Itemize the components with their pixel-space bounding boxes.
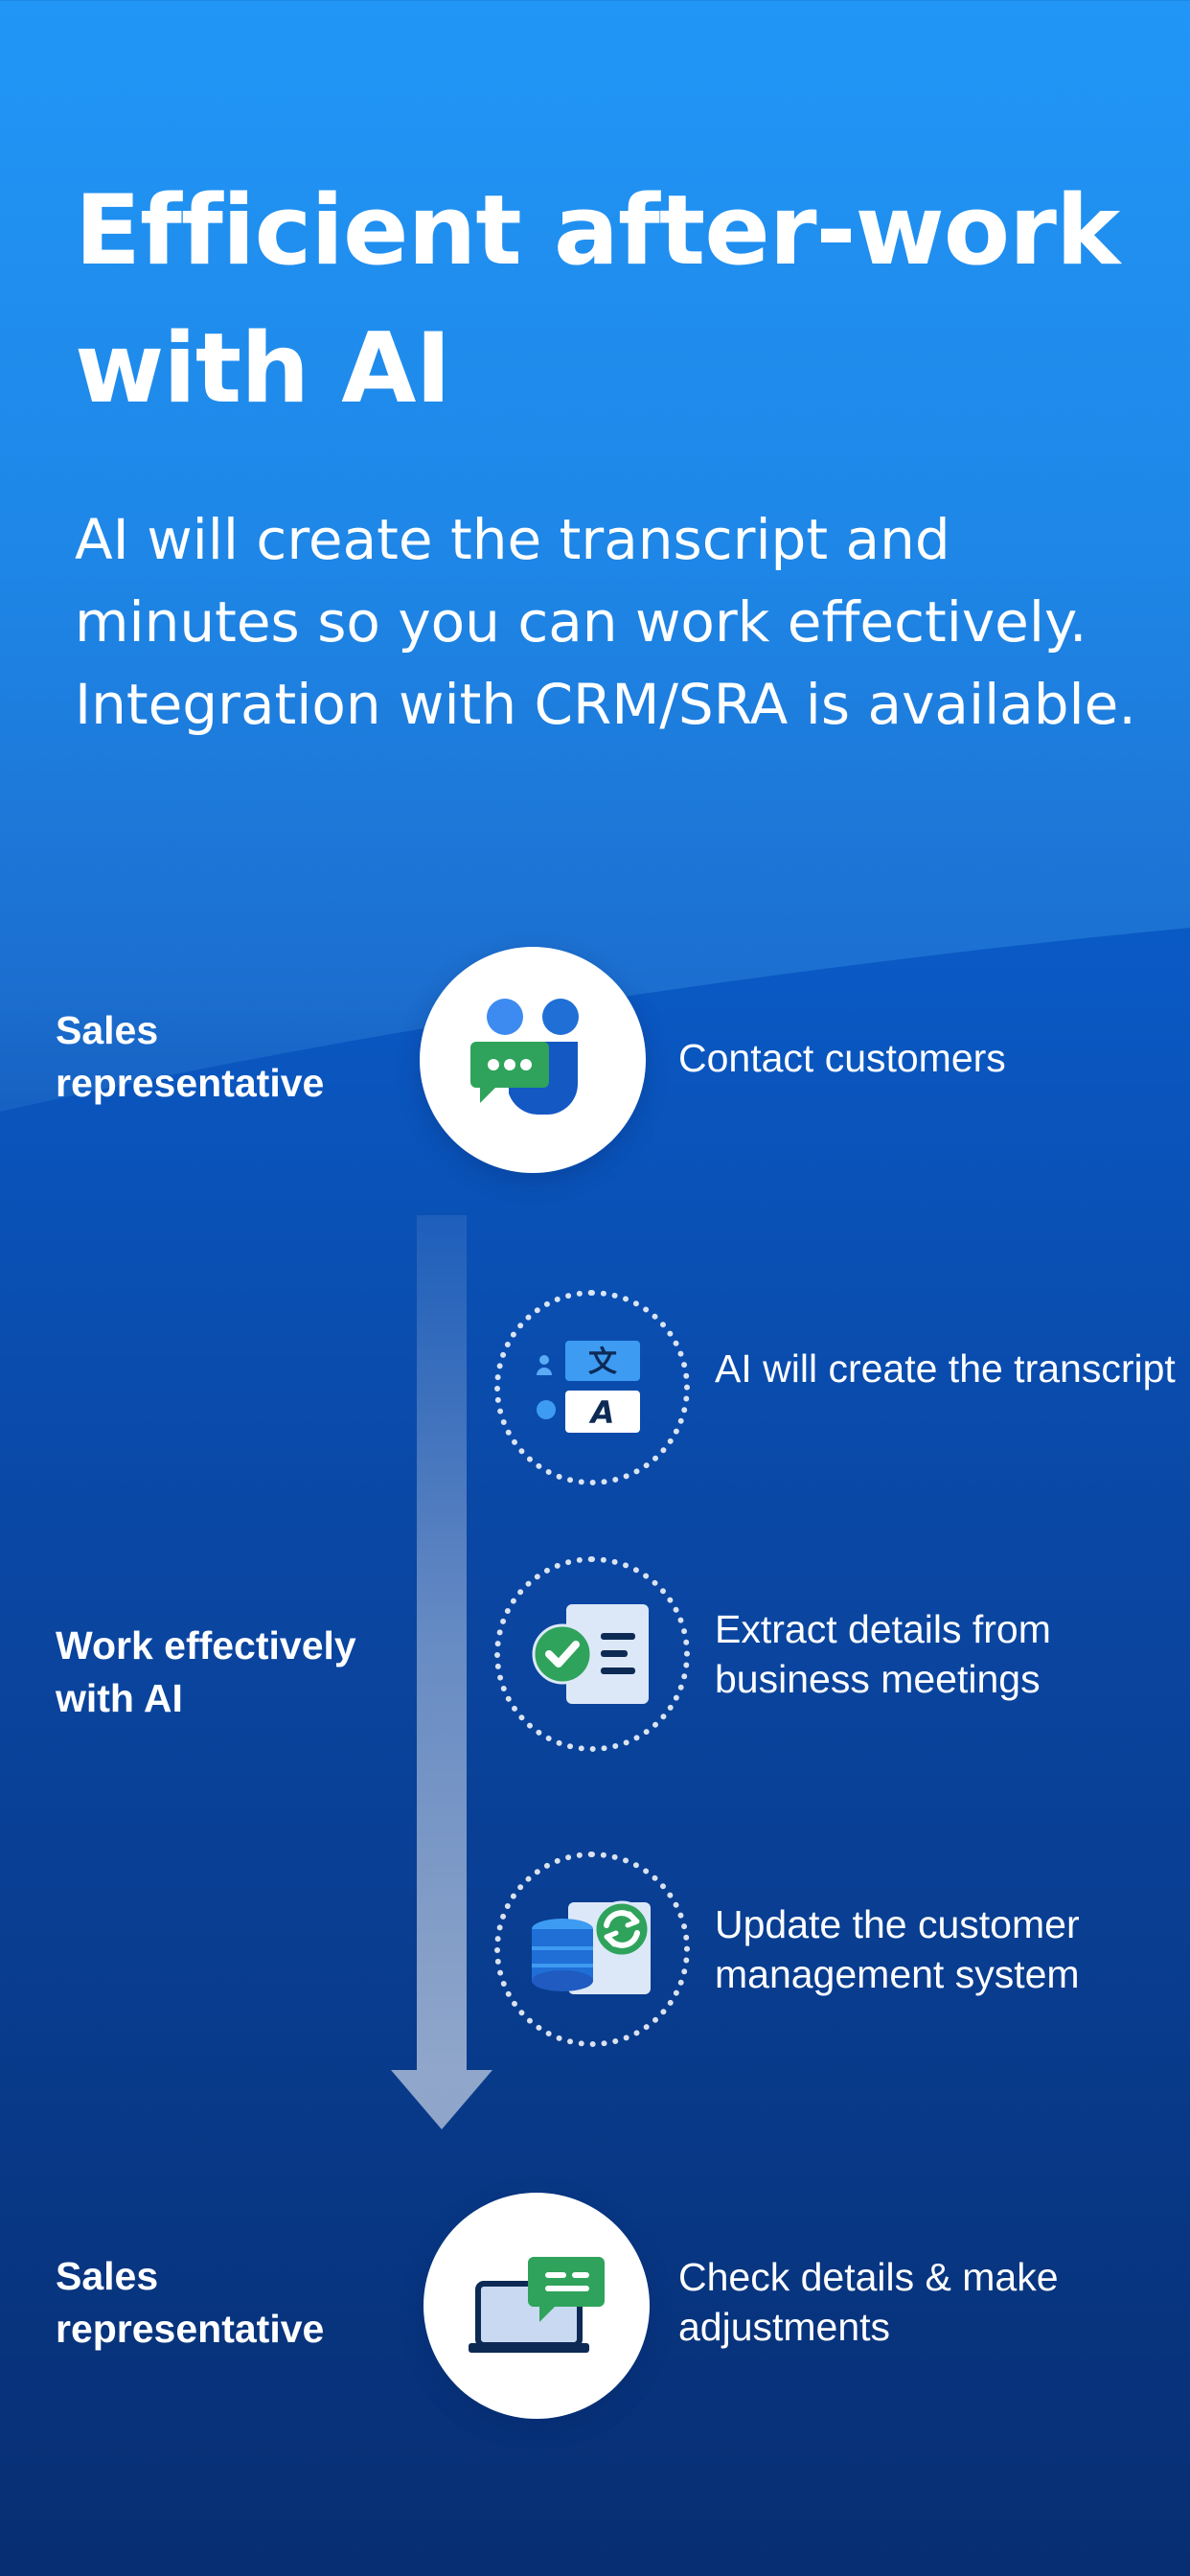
page-subtitle: AI will create the transcript and minute…	[75, 507, 1136, 737]
svg-text:A: A	[588, 1394, 615, 1431]
step-create-transcript: AI will create the transcript	[715, 1346, 1176, 1391]
database-sync-icon	[532, 1900, 651, 1994]
role-label-bottom: Sales representative	[56, 2254, 325, 2351]
step-contact-customers: Contact customers	[678, 1036, 1006, 1080]
step-extract-details: Extract details from business meetings	[715, 1607, 1051, 1701]
contact-circle	[420, 947, 646, 1173]
transcript-circle: 文 A	[494, 1290, 690, 1485]
translate-icon: 文 A	[537, 1341, 640, 1433]
step-update-system: Update the customer management system	[715, 1902, 1080, 1996]
role-label-middle: Work effectively with AI	[56, 1623, 356, 1720]
step-check-details: Check details & make adjustments	[678, 2255, 1059, 2349]
check-circle	[423, 2193, 650, 2419]
svg-text:文: 文	[588, 1346, 617, 1379]
extract-circle	[494, 1556, 690, 1752]
laptop-chat-icon	[469, 2257, 605, 2353]
flow-arrow	[391, 1215, 492, 2129]
document-check-icon	[532, 1604, 649, 1704]
chat-people-icon	[470, 999, 579, 1115]
role-label-top: Sales representative	[56, 1008, 325, 1105]
page-title: Efficient after-work with AI	[75, 173, 1120, 425]
update-circle	[494, 1852, 690, 2047]
